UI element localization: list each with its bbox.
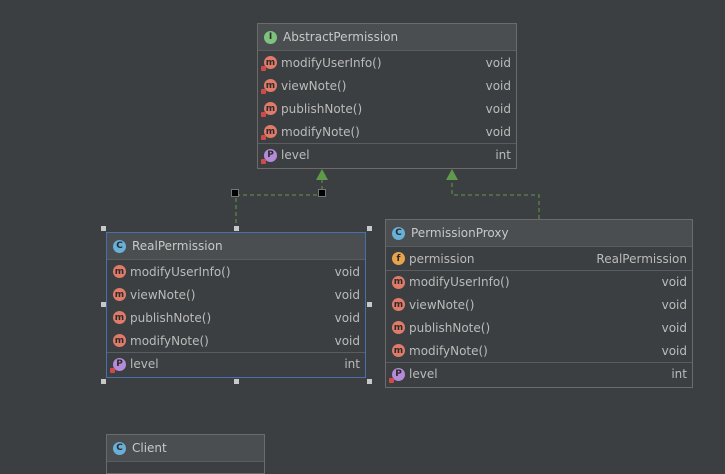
proxy-arrowhead (446, 169, 458, 180)
method-name: modifyUserInfo() (409, 275, 510, 289)
method-icon: m (113, 288, 126, 301)
node-title: AbstractPermission (283, 30, 399, 44)
property-name: level (130, 357, 159, 371)
realpermission-implements-line (235, 180, 323, 230)
client-node[interactable]: C Client (106, 434, 265, 474)
method-row[interactable]: m viewNote() void (258, 74, 516, 97)
method-icon: m (261, 102, 277, 117)
method-row[interactable]: m modifyUserInfo() void (386, 270, 692, 293)
field-type: RealPermission (596, 251, 687, 266)
method-type: void (661, 275, 687, 289)
abstract-permission-header[interactable]: I AbstractPermission (258, 24, 516, 51)
method-icon: m (392, 275, 405, 289)
method-row[interactable]: m modifyUserInfo() void (258, 51, 516, 74)
property-icon: P (261, 148, 277, 164)
property-type: int (344, 357, 360, 371)
method-name: modifyNote() (281, 124, 360, 139)
property-row[interactable]: P level int (258, 143, 516, 166)
edge-bend-handle[interactable] (318, 189, 326, 197)
method-type: void (661, 297, 687, 312)
class-icon: C (113, 239, 126, 253)
node-title: Client (132, 441, 167, 455)
class-icon: C (392, 226, 405, 240)
abstract-permission-node[interactable]: I AbstractPermission m modifyUserInfo() … (257, 23, 517, 169)
property-icon: P (389, 367, 405, 383)
resize-handle-sw[interactable] (101, 379, 106, 384)
method-icon: m (261, 79, 277, 94)
method-row[interactable]: m modifyNote() void (258, 120, 516, 143)
method-name: viewNote() (281, 78, 347, 93)
method-type: void (661, 320, 687, 335)
method-type: void (485, 78, 511, 93)
resize-handle-n[interactable] (234, 226, 239, 231)
resize-handle-e[interactable] (367, 302, 372, 307)
method-icon: m (392, 344, 405, 357)
permission-proxy-node[interactable]: C PermissionProxy f permission RealPermi… (385, 219, 693, 388)
method-row[interactable]: m publishNote() void (107, 306, 365, 329)
method-name: publishNote() (281, 101, 363, 116)
resize-handle-nw[interactable] (101, 226, 106, 231)
resize-handle-ne[interactable] (367, 226, 372, 231)
proxy-implements-line (451, 180, 540, 219)
client-header[interactable]: C Client (107, 435, 264, 462)
method-type: void (485, 101, 511, 116)
method-icon: m (261, 125, 277, 140)
real-permission-header[interactable]: C RealPermission (107, 233, 365, 260)
field-icon: f (392, 252, 405, 265)
method-type: void (334, 333, 360, 348)
method-icon: m (261, 56, 277, 71)
method-row[interactable]: m modifyNote() void (386, 339, 692, 362)
real-permission-node[interactable]: C RealPermission m modifyUserInfo() void… (106, 232, 366, 378)
method-type: void (485, 124, 511, 139)
property-row[interactable]: P level int (107, 352, 365, 375)
method-row[interactable]: m modifyUserInfo() void (107, 260, 365, 283)
edge-bend-handle[interactable] (231, 189, 239, 197)
method-name: modifyNote() (130, 333, 209, 348)
property-name: level (409, 367, 438, 381)
method-name: publishNote() (409, 320, 491, 335)
property-icon: P (110, 357, 126, 373)
method-row[interactable]: m publishNote() void (386, 316, 692, 339)
method-type: void (334, 264, 360, 279)
resize-handle-s[interactable] (234, 379, 239, 384)
method-name: viewNote() (130, 287, 196, 302)
class-icon: C (113, 441, 126, 455)
method-row[interactable]: m viewNote() void (107, 283, 365, 306)
method-name: modifyUserInfo() (130, 264, 231, 279)
method-name: modifyNote() (409, 343, 488, 358)
property-row[interactable]: P level int (386, 362, 692, 385)
property-type: int (495, 148, 511, 162)
method-name: viewNote() (409, 297, 475, 312)
method-icon: m (392, 321, 405, 334)
method-type: void (661, 343, 687, 358)
interface-icon: I (264, 30, 277, 44)
method-icon: m (113, 311, 126, 324)
field-name: permission (409, 251, 475, 266)
field-row[interactable]: f permission RealPermission (386, 247, 692, 270)
method-icon: m (113, 334, 126, 347)
method-type: void (485, 55, 511, 70)
realpermission-arrowhead (316, 169, 328, 180)
permission-proxy-header[interactable]: C PermissionProxy (386, 220, 692, 247)
method-name: publishNote() (130, 310, 212, 325)
method-row[interactable]: m publishNote() void (258, 97, 516, 120)
node-title: RealPermission (132, 239, 223, 253)
method-name: modifyUserInfo() (281, 55, 382, 70)
property-type: int (671, 367, 687, 381)
method-row[interactable]: m modifyNote() void (107, 329, 365, 352)
property-name: level (281, 148, 310, 162)
method-icon: m (392, 298, 405, 311)
method-type: void (334, 287, 360, 302)
resize-handle-se[interactable] (367, 379, 372, 384)
method-row[interactable]: m viewNote() void (386, 293, 692, 316)
method-icon: m (113, 265, 126, 278)
node-title: PermissionProxy (411, 226, 509, 240)
method-type: void (334, 310, 360, 325)
resize-handle-w[interactable] (101, 302, 106, 307)
